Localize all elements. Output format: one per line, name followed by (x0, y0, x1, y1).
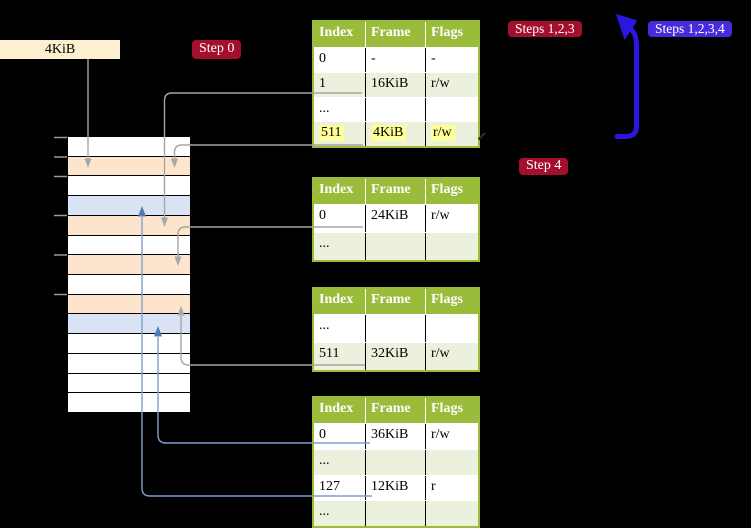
table-header-row: Index Frame Flags (314, 22, 478, 47)
table-row: 0 36KiB r/w (314, 423, 478, 449)
memory-column (68, 137, 190, 413)
memory-row (68, 196, 190, 215)
memory-row (68, 314, 190, 334)
l4-entry511-to-4kib-arrow (171, 144, 363, 168)
highlighted-value: 4KiB (371, 125, 407, 142)
memory-tick-marks (54, 136, 67, 296)
page-table-level2: Index Frame Flags ... 511 32KiB r/w (312, 287, 480, 372)
table-row: 127 12KiB r (314, 474, 478, 501)
table-row-highlighted: 511 4KiB r/w (314, 121, 478, 146)
table-row: ... (314, 314, 478, 342)
memory-row (68, 294, 190, 314)
table-row: 1 16KiB r/w (314, 71, 478, 97)
memory-row (68, 275, 190, 294)
column-header: Frame (366, 398, 426, 423)
page-table-level4: Index Frame Flags 0 - - 1 16KiB r/w ... … (312, 20, 480, 148)
table-row: ... (314, 448, 478, 475)
memory-row (68, 373, 190, 393)
memory-row (68, 156, 190, 176)
memory-row (68, 255, 190, 275)
table-row: ... (314, 500, 478, 526)
step0-badge: Step 0 (192, 40, 242, 59)
column-header: Flags (431, 292, 463, 307)
recursive-loop-arrow (614, 14, 639, 139)
step4-badge: Step 4 (519, 158, 569, 175)
table-header-row: Index Frame Flags (314, 289, 478, 314)
table-header-row: Index Frame Flags (314, 179, 478, 204)
steps123-badge: Steps 1,2,3 (508, 21, 582, 37)
table-row: ... (314, 96, 478, 122)
table-header-row: Index Frame Flags (314, 398, 478, 423)
column-header: Index (314, 179, 366, 204)
table-row: 511 32KiB r/w (314, 342, 478, 370)
memory-row (68, 393, 190, 413)
highlighted-value: r/w (431, 125, 455, 142)
table-row: 0 24KiB r/w (314, 204, 478, 232)
page-size-label: 4KiB (0, 40, 120, 59)
column-header: Frame (366, 22, 426, 47)
column-header: Flags (431, 401, 463, 416)
table-row: ... (314, 232, 478, 260)
memory-row (68, 215, 190, 235)
memory-row (68, 176, 190, 196)
column-header: Index (314, 289, 366, 314)
column-header: Index (314, 398, 366, 423)
memory-row (68, 137, 190, 156)
column-header: Flags (431, 182, 463, 197)
memory-row (68, 353, 190, 373)
memory-row (68, 235, 190, 255)
page-table-level1: Index Frame Flags 0 36KiB r/w ... 127 12… (312, 396, 480, 528)
steps1234-badge: Steps 1,2,3,4 (648, 21, 732, 37)
column-header: Frame (366, 289, 426, 314)
memory-row (68, 334, 190, 353)
column-header: Flags (431, 25, 463, 40)
page-table-level3: Index Frame Flags 0 24KiB r/w ... (312, 177, 480, 262)
column-header: Frame (366, 179, 426, 204)
highlighted-value: 511 (319, 125, 345, 142)
column-header: Index (314, 22, 366, 47)
table-row: 0 - - (314, 47, 478, 72)
